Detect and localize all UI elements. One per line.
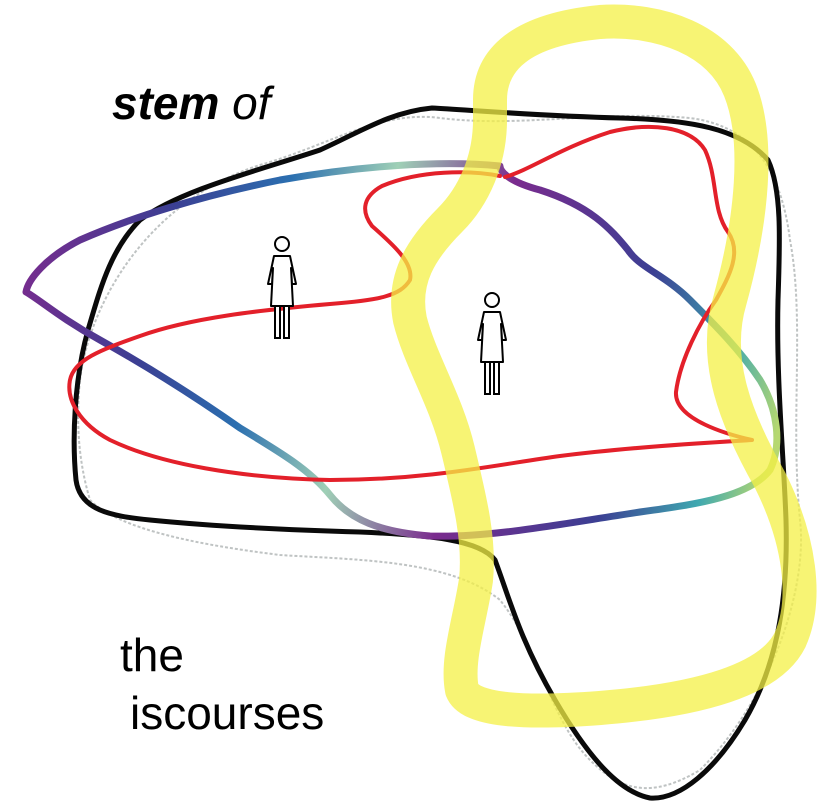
- discourses-text: iscourses: [130, 687, 325, 739]
- highlighter-loop: [391, 4, 817, 728]
- gray-outline: [77, 114, 802, 790]
- the-text: the: [120, 629, 184, 681]
- system-of-text: stem of: [112, 80, 271, 126]
- female-person-icon: [477, 292, 507, 395]
- galaxy-outline: [22, 160, 781, 540]
- black-outline: [71, 105, 789, 801]
- female-person-icon: [267, 236, 297, 339]
- of-word: of: [219, 77, 271, 129]
- system-word: stem: [112, 77, 220, 129]
